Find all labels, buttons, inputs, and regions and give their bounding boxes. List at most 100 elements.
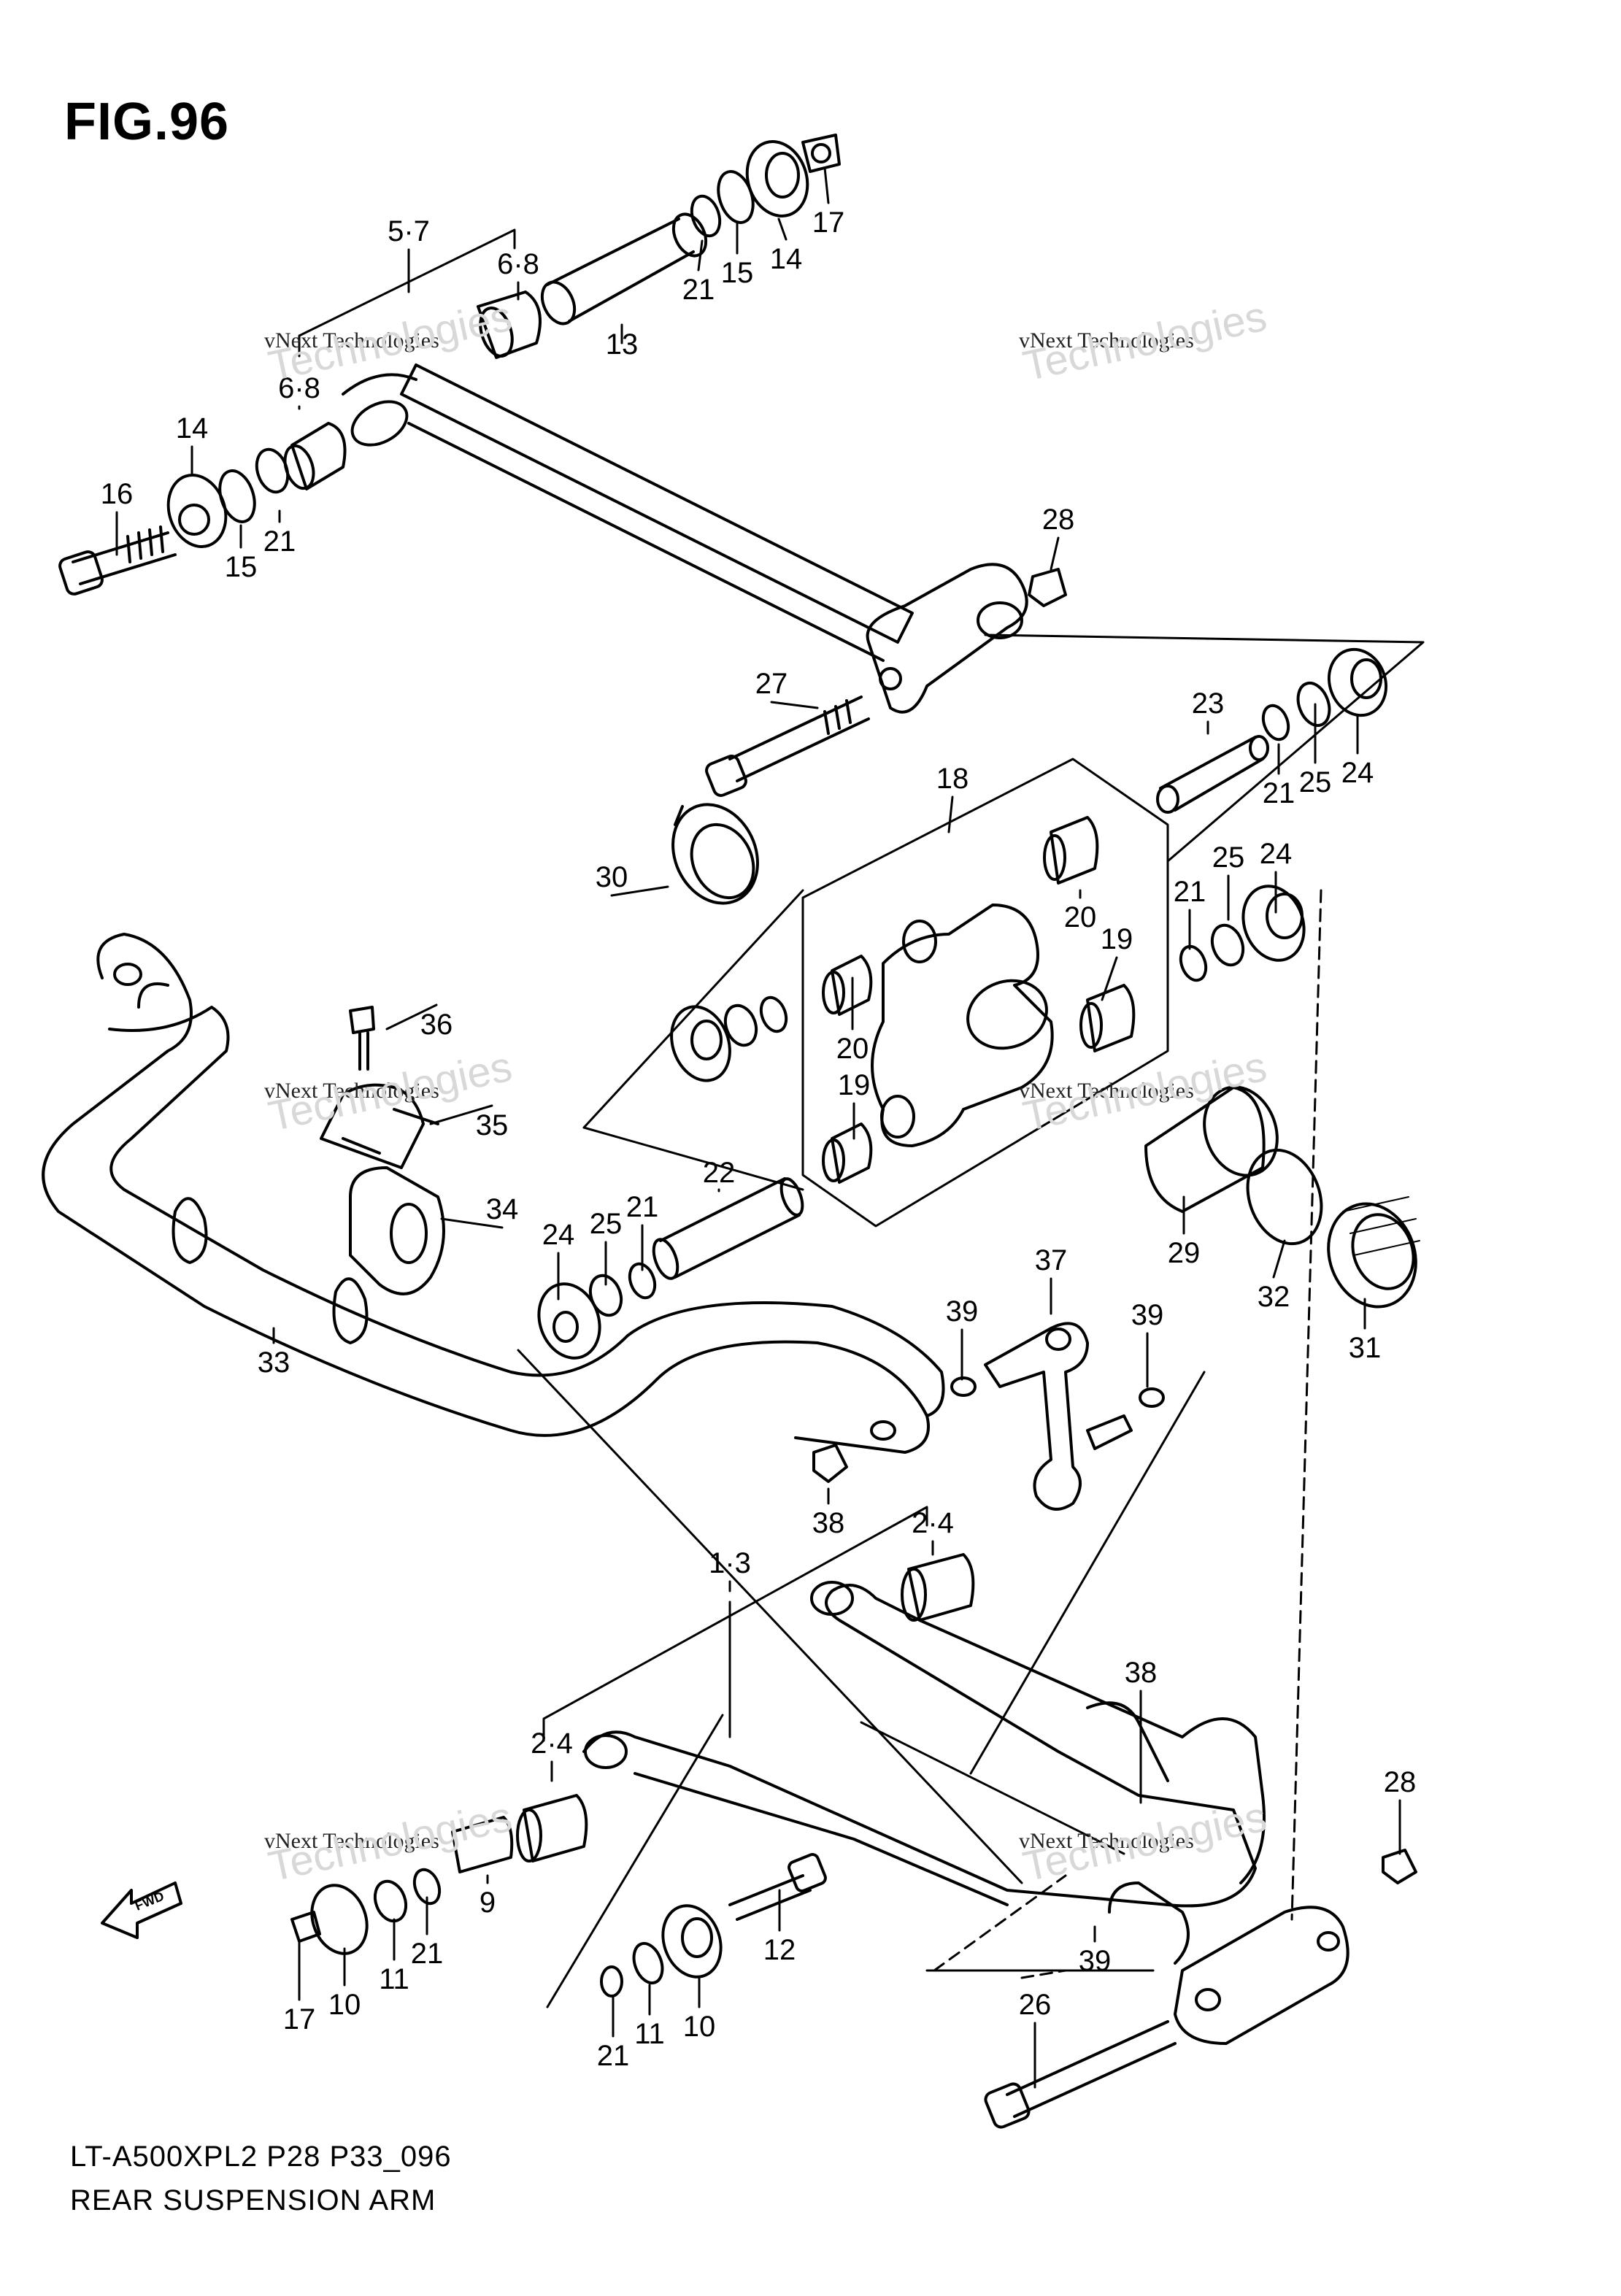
shaft-22-and-washers (537, 1177, 804, 1360)
seal-30 (671, 803, 759, 905)
callout-leader (429, 1104, 493, 1125)
guide-lines-dashed (933, 889, 1322, 1979)
fwd-arrow-icon: FWD (101, 1881, 182, 1939)
callout-number: 2·4 (912, 1507, 954, 1539)
callout-leader (385, 1003, 438, 1030)
watermark: vNext Technologies Technologies (264, 1792, 516, 1891)
leader-bracket-right (984, 633, 1425, 863)
callout-leader (770, 701, 819, 709)
callout-leader (777, 217, 788, 241)
callout-number: 30 (596, 861, 628, 893)
callout-number: 16 (101, 478, 134, 510)
callout-number: 9 (480, 1887, 496, 1919)
callout-number: 20 (1064, 901, 1097, 933)
callout-number: 39 (1131, 1299, 1164, 1331)
callout-leader (440, 1217, 504, 1229)
watermark: vNext Technologies Technologies (1019, 292, 1271, 390)
callout-number: 5·7 (388, 215, 430, 247)
bracket-lines (298, 228, 928, 1742)
callout-number: 21 (411, 1938, 444, 1970)
callout-number: 15 (225, 551, 258, 583)
callout-number: 10 (328, 1989, 361, 2021)
link-37-washers-39-nut-38 (812, 1322, 1165, 1511)
callout-number: 10 (683, 2011, 716, 2043)
callout-number: 20 (836, 1033, 869, 1065)
callout-number: 25 (1212, 841, 1245, 874)
callout-number: 37 (1035, 1244, 1068, 1276)
bracket-35-bushing-34 (320, 1006, 445, 1295)
bolt-12 (728, 1853, 827, 1921)
callout-leader (947, 795, 954, 833)
callout-number: 35 (476, 1109, 509, 1141)
upper-left-parts (58, 290, 542, 596)
lower-a-arm (582, 1581, 1349, 2045)
callout-number: 21 (1174, 876, 1206, 908)
callout-leader (610, 885, 669, 897)
callout-number: 28 (1042, 504, 1075, 536)
callout-number: 38 (812, 1507, 845, 1539)
callout-number: 13 (606, 328, 639, 361)
callout-number: 39 (1079, 1945, 1112, 1977)
callout-number: 21 (1263, 777, 1295, 809)
knuckle-assembly-18 (801, 758, 1169, 1228)
callout-leader (1050, 536, 1060, 571)
upper-right-parts (540, 134, 841, 325)
upper-cross-tube (342, 363, 1028, 714)
nut-28-upper (1028, 568, 1067, 607)
watermark: vNext Technologies Technologies (264, 292, 516, 390)
callout-number: 36 (420, 1009, 453, 1041)
callout-number: 26 (1019, 1989, 1052, 2021)
callout-number: 24 (1260, 838, 1293, 870)
callout-number: 11 (379, 1963, 409, 1995)
callout-number: 21 (597, 2040, 630, 2072)
callout-number: 25 (1299, 766, 1332, 798)
callout-number: 6·8 (497, 248, 539, 280)
callout-leader (697, 239, 704, 271)
callout-number: 21 (263, 525, 296, 558)
lower-left-washers (290, 1868, 723, 1998)
callout-number: 32 (1258, 1281, 1290, 1313)
right-knuckle-parts (1156, 647, 1388, 982)
callout-number: 6·8 (278, 372, 320, 404)
model-code: LT-A500XPL2 P28 P33_096 (70, 2141, 452, 2173)
callout-number: 21 (626, 1191, 659, 1223)
bolt-26 (984, 2020, 1177, 2129)
callout-number: 23 (1192, 687, 1225, 720)
callout-number: 11 (634, 2018, 665, 2050)
watermark: vNext Technologies Technologies (1019, 1792, 1271, 1891)
callout-number: 19 (1101, 923, 1133, 955)
watermark: vNext Technologies Technologies (1019, 1042, 1271, 1141)
callout-number: 34 (486, 1193, 519, 1225)
callout-number: 1·3 (709, 1547, 751, 1579)
diagram-name: REAR SUSPENSION ARM (70, 2184, 436, 2216)
callout-number: 2·4 (531, 1727, 573, 1760)
callout-leaders (115, 166, 1401, 2089)
nut-28-lower (1382, 1849, 1417, 1884)
callout-number: 17 (812, 207, 845, 239)
callout-number: 27 (755, 668, 788, 700)
callout-number: 24 (1341, 757, 1374, 789)
hub-29-clip-32-bearing-31 (1144, 1085, 1420, 1309)
callout-number: 28 (1384, 1766, 1417, 1798)
callout-number: 19 (838, 1069, 871, 1101)
callout-number: 24 (542, 1219, 575, 1251)
callout-number: 25 (590, 1208, 623, 1240)
left-knuckle-parts (582, 889, 804, 1191)
callout-leader (823, 166, 830, 204)
bolt-27 (705, 696, 870, 797)
callout-number: 14 (770, 243, 803, 275)
figure-title: FIG.96 (64, 93, 230, 151)
callout-number: 17 (283, 2003, 316, 2035)
callout-number: 38 (1125, 1657, 1158, 1689)
callout-number: 29 (1168, 1237, 1201, 1269)
watermark: vNext Technologies Technologies (264, 1042, 516, 1141)
bush-9 (451, 1816, 514, 1873)
callout-number: 39 (946, 1295, 979, 1328)
callout-number: 22 (703, 1157, 736, 1189)
callout-number: 31 (1349, 1332, 1382, 1364)
callout-leader (1101, 956, 1118, 1001)
sway-bar-33 (42, 933, 945, 1454)
